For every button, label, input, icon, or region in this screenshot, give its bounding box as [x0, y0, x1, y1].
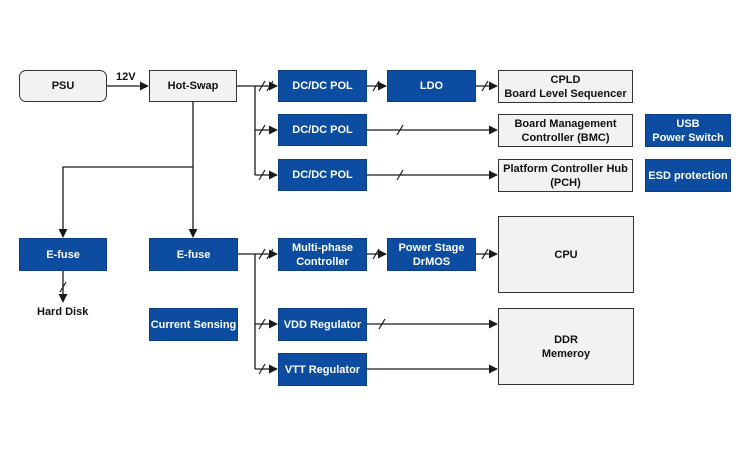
- hard-disk-label: Hard Disk: [37, 306, 89, 318]
- multiphase-label: Multi-phase: [291, 241, 354, 254]
- multiphase-controller-block: Multi-phase Controller: [278, 238, 367, 271]
- efuse-left-label: E-fuse: [46, 248, 80, 261]
- ddr-label: DDR: [554, 333, 578, 346]
- efuse-main-block: E-fuse: [149, 238, 238, 271]
- pch-sublabel: (PCH): [550, 176, 581, 189]
- usb-label: USB: [676, 117, 700, 130]
- cpld-sublabel: Board Level Sequencer: [504, 87, 627, 100]
- hot-swap-block: Hot-Swap: [149, 70, 237, 102]
- current-sensing-block: Current Sensing: [149, 308, 238, 341]
- bmc-block: Board Management Controller (BMC): [498, 114, 633, 147]
- pch-block: Platform Controller Hub (PCH): [498, 159, 633, 192]
- cpld-block: CPLD Board Level Sequencer: [498, 70, 633, 103]
- cpu-label: CPU: [554, 248, 578, 261]
- dcdc-pol-block-2: DC/DC POL: [278, 114, 367, 146]
- hotswap-to-left-efuse-line: [58, 166, 193, 238]
- dcdc-pol-label-3: DC/DC POL: [292, 169, 353, 181]
- usb-power-switch-block: USB Power Switch: [645, 114, 731, 147]
- esd-label: ESD protection: [648, 169, 728, 182]
- bmc-sublabel: Controller (BMC): [521, 131, 610, 144]
- vtt-regulator-label: VTT Regulator: [284, 363, 361, 376]
- usb-sublabel: Power Switch: [652, 131, 724, 144]
- bus-slash-marks: [59, 80, 489, 375]
- ldo-label: LDO: [419, 80, 444, 92]
- dcdc-pol-label-1: DC/DC POL: [292, 80, 353, 92]
- ldo-block: LDO: [387, 70, 476, 102]
- efuse-main-label: E-fuse: [176, 248, 211, 261]
- vtt-regulator-block: VTT Regulator: [278, 353, 367, 386]
- vdd-regulator-block: VDD Regulator: [278, 308, 367, 341]
- pch-label: Platform Controller Hub: [503, 162, 628, 175]
- multiphase-sublabel: Controller: [296, 255, 349, 268]
- voltage-label: 12V: [116, 71, 136, 83]
- power-stage-block: Power Stage DrMOS: [387, 238, 476, 271]
- efuse-left-block: E-fuse: [19, 238, 107, 271]
- vdd-regulator-label: VDD Regulator: [283, 318, 362, 331]
- power-stage-label: Power Stage: [398, 241, 465, 254]
- hot-swap-label: Hot-Swap: [167, 80, 219, 92]
- dcdc-pol-block-1: DC/DC POL: [278, 70, 367, 102]
- dcdc-pol-label-2: DC/DC POL: [292, 124, 353, 136]
- ddr-memory-block: DDR Memeroy: [498, 308, 634, 385]
- ddr-sublabel: Memeroy: [541, 347, 591, 360]
- power-stage-sublabel: DrMOS: [412, 255, 451, 268]
- bmc-label: Board Management: [514, 117, 617, 130]
- psu-label: PSU: [51, 80, 75, 92]
- dcdc-pol-block-3: DC/DC POL: [278, 159, 367, 191]
- cpu-block: CPU: [498, 216, 634, 293]
- cpld-label: CPLD: [550, 73, 581, 86]
- esd-protection-block: ESD protection: [645, 159, 731, 192]
- current-sensing-label: Current Sensing: [150, 318, 237, 331]
- psu-block: PSU: [19, 70, 107, 102]
